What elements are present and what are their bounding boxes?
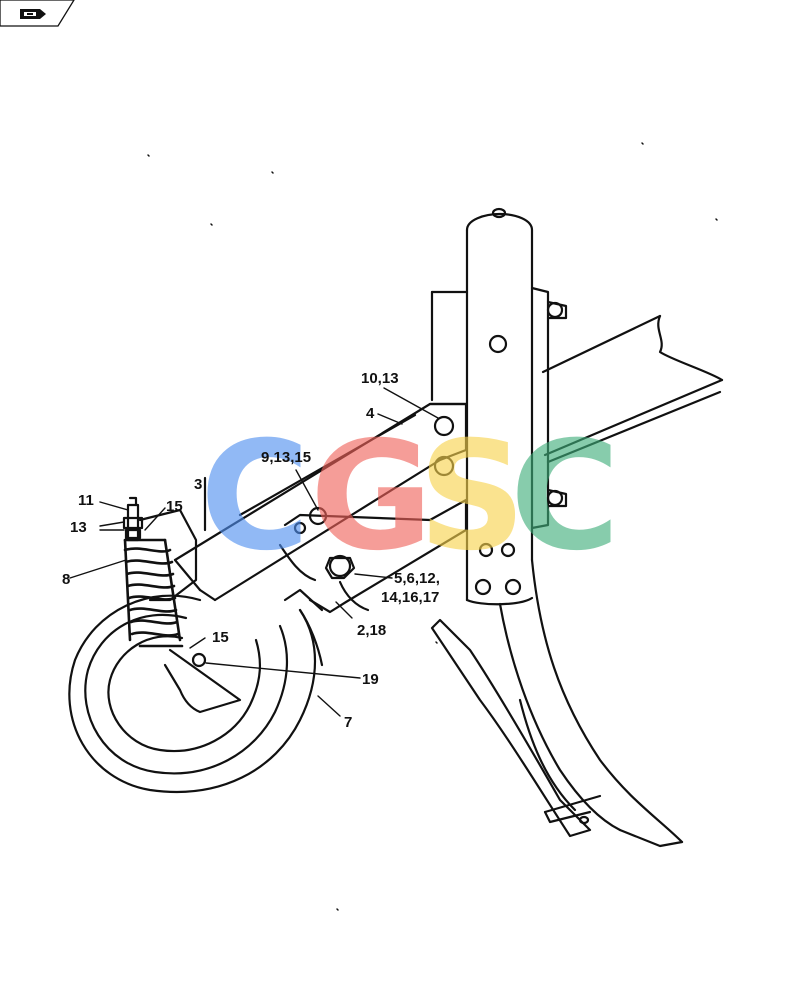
curved-shank xyxy=(430,558,684,848)
shank-bracket xyxy=(430,286,568,530)
watermark-letter-c2: C xyxy=(510,410,620,584)
watermark-letter-s: S xyxy=(418,410,526,584)
callout-2-18: 2,18 xyxy=(357,622,386,639)
callout-5-6-12: 5,6,12, xyxy=(394,570,440,587)
gauge-wheel xyxy=(68,588,324,793)
callout-labels: 10,13 4 9,13,15 3 11 15 13 8 5,6,12, 14,… xyxy=(62,370,440,731)
implement-drawing xyxy=(68,142,724,911)
callout-7: 7 xyxy=(344,714,352,731)
callout-11: 11 xyxy=(78,492,94,509)
watermark-letter-g: G xyxy=(310,410,433,584)
nav-tab[interactable] xyxy=(0,0,75,27)
callout-10-13: 10,13 xyxy=(361,370,399,387)
watermark-letter-c1: C xyxy=(200,410,310,584)
callout-3: 3 xyxy=(194,476,202,493)
adjusting-bolt xyxy=(122,496,144,542)
spring-coil xyxy=(123,538,184,648)
callout-14-16-17: 14,16,17 xyxy=(381,589,439,606)
gauge-arm xyxy=(173,402,468,602)
lower-link-arm xyxy=(278,498,468,614)
callout-15-top: 15 xyxy=(166,498,183,515)
leader-lines xyxy=(69,387,439,717)
callout-13: 13 xyxy=(70,519,87,536)
page-back-icon[interactable] xyxy=(20,9,46,19)
watermark: C G S C xyxy=(200,410,620,584)
callout-15-bottom: 15 xyxy=(212,629,229,646)
callout-8: 8 xyxy=(62,571,70,588)
specks xyxy=(147,142,718,911)
callout-19: 19 xyxy=(362,671,379,688)
callout-4: 4 xyxy=(366,405,375,422)
toolbar-beam xyxy=(541,314,724,464)
callout-9-13-15: 9,13,15 xyxy=(261,449,311,466)
